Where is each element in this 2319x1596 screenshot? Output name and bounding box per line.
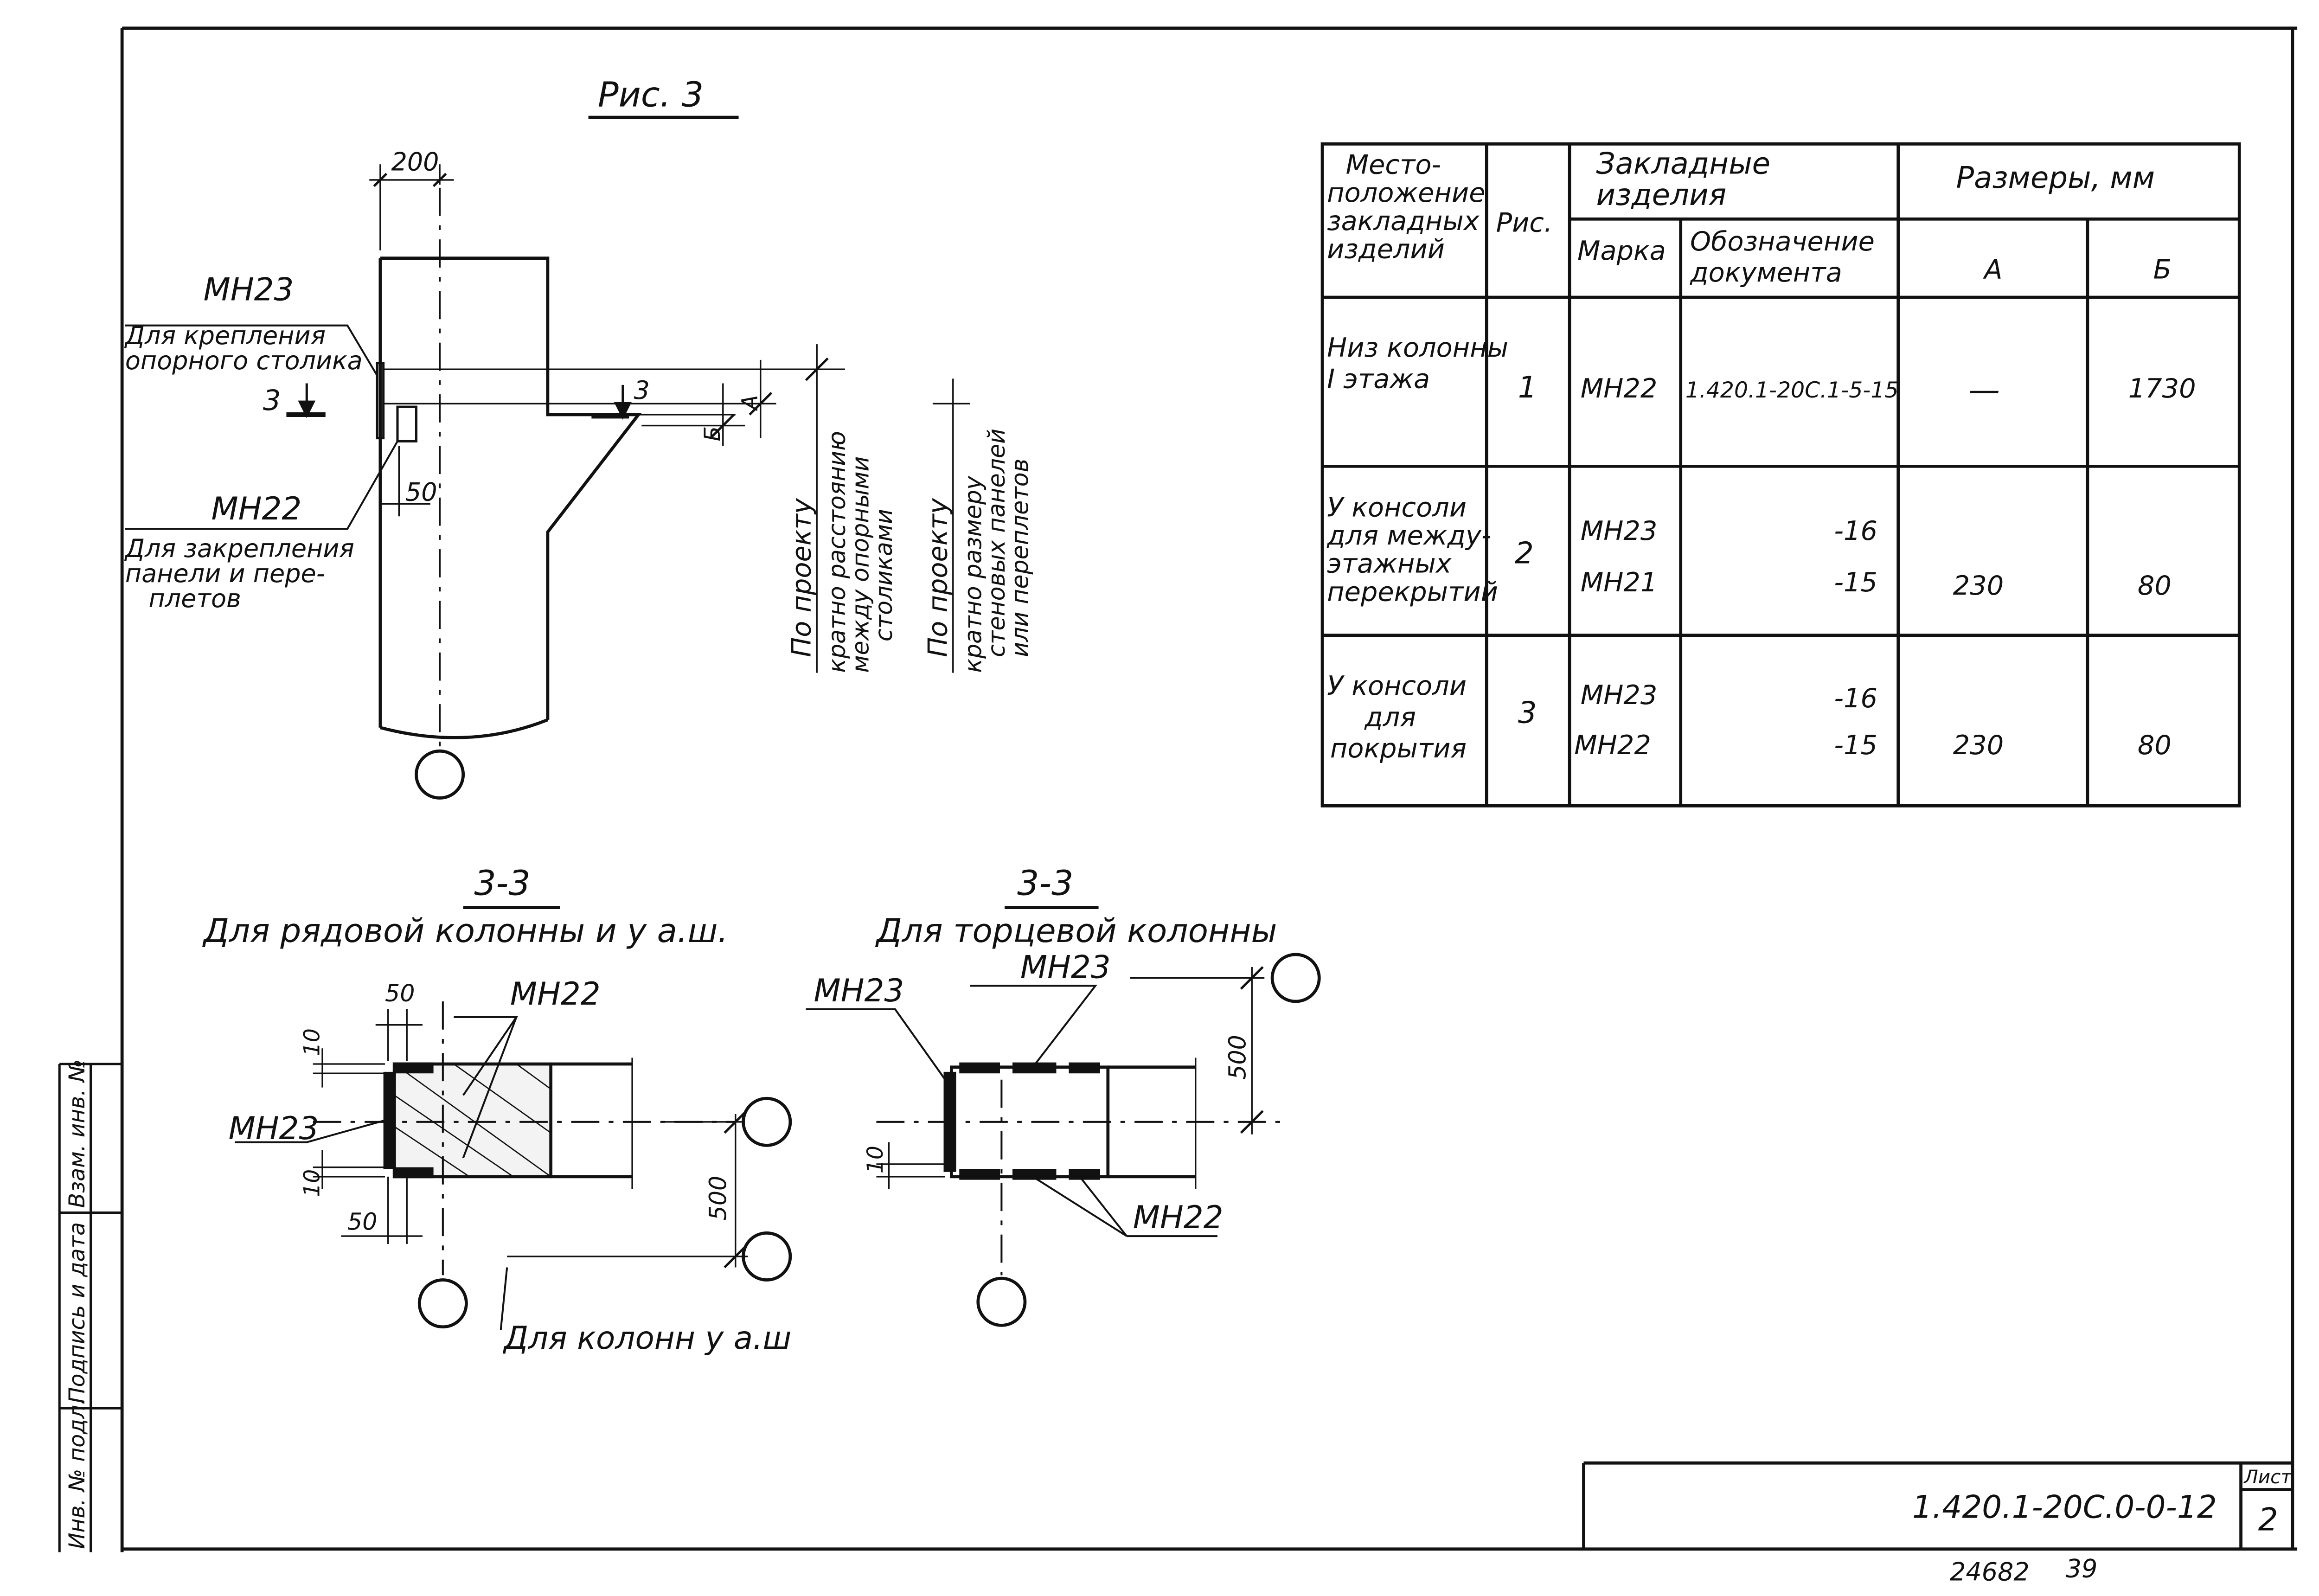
document-code: 1.420.1-20С.0-0-12 (1912, 1488, 2217, 1525)
th-sizes: Размеры, мм (1956, 161, 2155, 195)
mh22-desc-line1: Для закрепления (124, 534, 354, 563)
r2-doc-1: -16 (1834, 515, 1877, 546)
th-b: Б (2153, 254, 2172, 285)
embedded-items-table (1320, 142, 2241, 808)
r1-location-2: I этажа (1327, 364, 1430, 395)
left-section-subtitle: Для рядовой колонны и у а.ш. (202, 911, 728, 950)
right-section-subtitle: Для торцевой колонны (875, 911, 1277, 950)
mh23-code: МН23 (204, 271, 294, 308)
right-dim-10: 10 (863, 1146, 888, 1173)
th-embedded-2: изделия (1596, 178, 1727, 212)
r1-b: 1730 (2128, 373, 2196, 404)
right-mh23-left: МН23 (814, 972, 904, 1009)
dim-50: 50 (405, 478, 437, 507)
sheet-frame (120, 26, 2298, 1552)
th-doc-2: документа (1690, 257, 1842, 288)
th-a: А (1982, 254, 2002, 285)
r2-location-1: У консоли (1327, 492, 1467, 523)
left-note: Для колонн у а.ш (502, 1320, 791, 1356)
section-mark-right: 3 (634, 376, 649, 405)
left-mh23-label: МН23 (229, 1110, 319, 1147)
th-location-4: изделий (1327, 234, 1445, 265)
side-stamp (58, 1063, 122, 1552)
r3-mark-2: МН22 (1574, 730, 1651, 761)
left-dim-50-bottom: 50 (347, 1208, 377, 1236)
left-mh22-label: МН22 (510, 975, 601, 1012)
r2-b: 80 (2138, 570, 2172, 601)
r2-location-4: перекрытий (1327, 576, 1498, 607)
section-mark-left: 3 (263, 385, 281, 417)
stamp-inv-no: Инв. № подл. (64, 1398, 90, 1549)
sheet-number: 2 (2258, 1501, 2278, 1538)
note1-line4: столиками (870, 509, 897, 641)
r1-fig: 1 (1518, 371, 1537, 405)
th-location-2: положение (1327, 177, 1485, 208)
r3-location-3: покрытия (1330, 733, 1467, 764)
sheet-label: Лист (2243, 1466, 2292, 1488)
r2-doc-2: -15 (1834, 567, 1877, 598)
left-dim-10-bottom: 10 (299, 1169, 325, 1197)
r3-fig: 3 (1518, 696, 1537, 731)
figure-title: Рис. 3 (598, 74, 704, 115)
left-section-drawing (235, 1001, 792, 1330)
left-section-title: 3-3 (474, 863, 530, 904)
r1-doc: 1.420.1-20С.1-5-15 (1685, 378, 1899, 403)
title-block (1582, 1461, 2293, 1549)
note2-line1: По проекту (922, 498, 953, 657)
r2-mark-1: МН23 (1581, 515, 1658, 546)
r2-mark-2: МН21 (1581, 567, 1658, 598)
th-location-1: Место- (1346, 149, 1441, 180)
r3-b: 80 (2138, 730, 2172, 761)
note1-line3: между опорными (847, 456, 874, 673)
th-mark: Марка (1577, 235, 1666, 266)
mh23-desc-line2: опорного столика (125, 346, 363, 375)
note2-line3: стеновых панелей (983, 429, 1010, 657)
left-dim-50-top: 50 (385, 980, 415, 1007)
note1-line2: кратно расстоянию (823, 431, 851, 673)
column-elevation (125, 164, 970, 800)
r1-location-1: Низ колонны (1327, 332, 1508, 363)
r1-a: — (1969, 372, 2000, 408)
mh23-desc-line1: Для крепления (124, 321, 326, 350)
right-dim-500: 500 (1224, 1035, 1251, 1080)
r3-location-2: для (1364, 701, 1416, 732)
r3-location-1: У консоли (1327, 670, 1467, 701)
right-section-drawing (806, 953, 1321, 1327)
footer-stamp: 24682 (1950, 1557, 2030, 1586)
footer-page: 39 (2066, 1554, 2098, 1583)
th-doc-1: Обозначение (1690, 226, 1875, 257)
th-fig: Рис. (1496, 207, 1553, 238)
dim-b-label: Б (700, 426, 725, 441)
mh22-desc-line3: плетов (149, 584, 241, 613)
stamp-replace-inv: Взам. инв. № (64, 1059, 90, 1208)
r2-location-2: для между- (1326, 520, 1491, 551)
r2-fig: 2 (1515, 536, 1534, 570)
right-mh22: МН22 (1133, 1199, 1224, 1236)
r3-mark-1: МН23 (1581, 679, 1658, 711)
left-dim-500: 500 (705, 1176, 732, 1221)
r1-mark: МН22 (1581, 373, 1658, 404)
th-embedded-1: Закладные (1596, 147, 1771, 181)
th-location-3: закладных (1327, 205, 1480, 237)
left-dim-10-top: 10 (299, 1028, 325, 1056)
stamp-signature-date: Подпись и дата (64, 1222, 90, 1404)
r3-a: 230 (1953, 730, 2004, 761)
mh22-code: МН22 (211, 490, 301, 527)
mh22-desc-line2: панели и пере- (125, 559, 325, 588)
note2-line4: или переплетов (1006, 458, 1034, 657)
note2-line2: кратно размеру (960, 475, 987, 673)
dim-200: 200 (391, 147, 439, 177)
r3-doc-2: -15 (1834, 730, 1877, 761)
dim-a-label: А (737, 395, 763, 411)
r3-doc-1: -16 (1834, 683, 1877, 714)
r2-location-3: этажных (1327, 548, 1452, 579)
note1-line1: По проекту (786, 498, 817, 657)
right-mh23-top: МН23 (1020, 949, 1111, 985)
right-section-title: 3-3 (1017, 863, 1073, 904)
r2-a: 230 (1953, 570, 2004, 601)
